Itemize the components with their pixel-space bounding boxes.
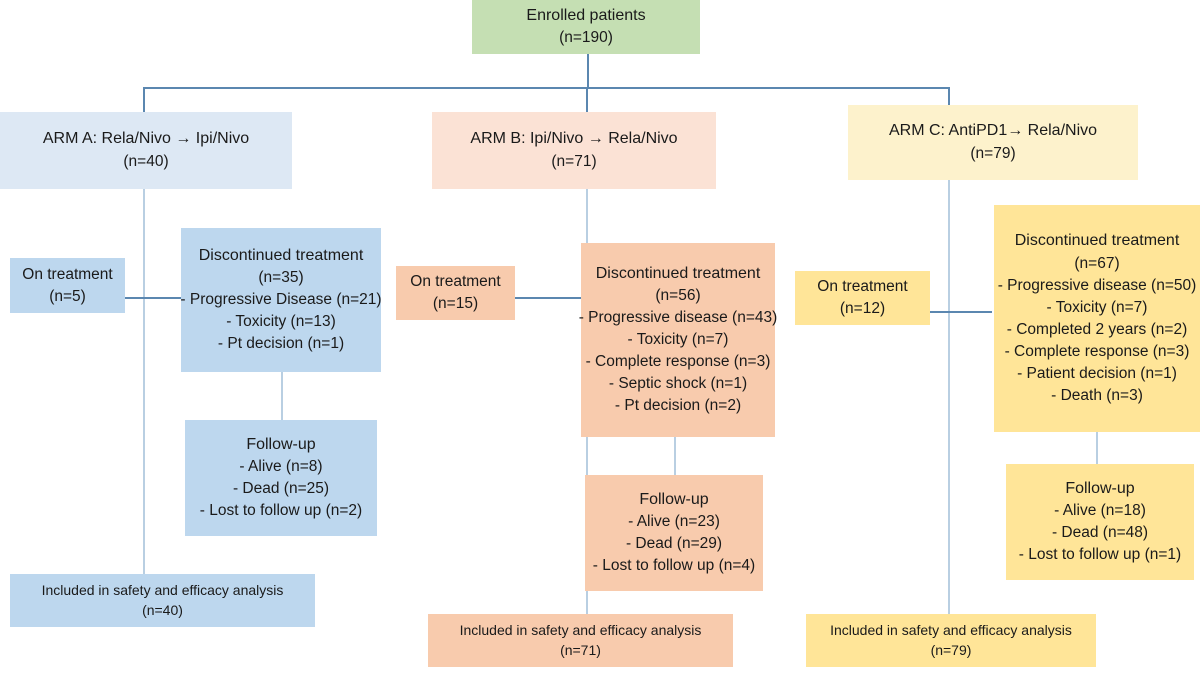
arm-c-discontinued-box: Discontinued treatment (n=67) - Progress… xyxy=(994,205,1200,432)
arm-b-discontinued-box: Discontinued treatment (n=56) - Progress… xyxy=(578,243,778,437)
arm-b-discontinued-label: Discontinued treatment xyxy=(595,264,761,282)
arm-b-discontinued-count: (n=56) xyxy=(655,287,701,305)
connector-arm-c-followup xyxy=(1096,432,1098,464)
arm-a-followup-item: - Lost to follow up (n=2) xyxy=(199,502,363,520)
connector-arm-b-branch xyxy=(512,297,588,299)
arm-c-analysis-count: (n=79) xyxy=(930,641,972,658)
arm-c-analysis-label: Included in safety and efficacy analysis xyxy=(830,621,1072,638)
arm-c-analysis-box: Included in safety and efficacy analysis… xyxy=(806,614,1096,667)
arm-a-on-treatment-box: On treatment (n=5) xyxy=(10,258,125,313)
arm-b-followup-label: Follow-up xyxy=(639,490,709,508)
arm-b-on-treatment-label: On treatment xyxy=(410,273,501,290)
arm-b-reason: - Toxicity (n=7) xyxy=(627,331,729,349)
arm-a-count: (n=40) xyxy=(123,152,169,170)
arm-a-analysis-count: (n=40) xyxy=(142,601,183,618)
arm-a-on-treatment-count: (n=5) xyxy=(49,287,86,305)
connector-arm-b-followup xyxy=(674,437,676,475)
arm-b-reason: - Pt decision (n=2) xyxy=(614,397,742,415)
arm-c-discontinued-label: Discontinued treatment xyxy=(1014,232,1180,250)
arm-b-analysis-count: (n=71) xyxy=(560,641,601,658)
arm-c-followup-label: Follow-up xyxy=(1065,479,1135,497)
connector-main-bus xyxy=(143,87,949,89)
connector-arm-c-branch xyxy=(930,311,992,313)
connector-arm-a-followup xyxy=(281,372,283,420)
arm-a-analysis-label: Included in safety and efficacy analysis xyxy=(41,581,284,598)
connector-arm-a-spine xyxy=(143,189,145,574)
arm-a-reason: - Progressive Disease (n=21) xyxy=(180,291,382,309)
connector-enrolled-down xyxy=(587,54,589,88)
arm-a-followup-item: - Alive (n=8) xyxy=(239,458,323,476)
arm-c-on-treatment-count: (n=12) xyxy=(839,300,886,317)
arm-a-discontinued-label: Discontinued treatment xyxy=(198,246,364,264)
arm-c-reason: - Toxicity (n=7) xyxy=(1046,298,1148,316)
connector-arm-c-spine xyxy=(948,180,950,614)
arm-c-followup-item: - Dead (n=48) xyxy=(1051,524,1149,542)
arm-c-reason: - Progressive disease (n=50) xyxy=(997,276,1197,294)
arm-c-title: ARM C: AntiPD1→ Rela/Nivo xyxy=(888,122,1098,140)
arm-a-discontinued-box: Discontinued treatment (n=35) - Progress… xyxy=(180,228,382,372)
arm-b-on-treatment-count: (n=15) xyxy=(432,295,479,312)
arm-a-followup-label: Follow-up xyxy=(246,435,316,453)
arm-a-discontinued-count: (n=35) xyxy=(258,269,304,287)
arm-c-followup-item: - Lost to follow up (n=1) xyxy=(1018,546,1182,564)
arm-b-reason: - Septic shock (n=1) xyxy=(608,375,748,393)
arm-c-discontinued-count: (n=67) xyxy=(1074,254,1120,272)
enrolled-label: Enrolled patients xyxy=(526,6,646,24)
arm-c-title-box: ARM C: AntiPD1→ Rela/Nivo (n=79) xyxy=(848,105,1138,180)
arm-b-followup-item: - Lost to follow up (n=4) xyxy=(592,557,756,575)
arm-c-followup-item: - Alive (n=18) xyxy=(1054,502,1146,520)
arm-c-reason: - Completed 2 years (n=2) xyxy=(1006,320,1188,338)
arm-a-on-treatment-label: On treatment xyxy=(22,265,113,283)
arm-b-reason: - Progressive disease (n=43) xyxy=(578,309,778,327)
arm-a-title: ARM A: Rela/Nivo → Ipi/Nivo xyxy=(42,130,250,148)
arm-c-reason: - Patient decision (n=1) xyxy=(1017,364,1177,382)
arm-b-title-box: ARM B: Ipi/Nivo → Rela/Nivo (n=71) xyxy=(432,112,716,189)
arm-b-analysis-box: Included in safety and efficacy analysis… xyxy=(428,614,733,667)
arm-b-count: (n=71) xyxy=(551,152,597,170)
connector-drop-arm-a xyxy=(143,87,145,112)
arm-a-analysis-box: Included in safety and efficacy analysis… xyxy=(10,574,315,627)
connector-drop-arm-c xyxy=(948,87,950,112)
arm-c-on-treatment-box: On treatment (n=12) xyxy=(795,271,930,325)
arm-b-followup-item: - Alive (n=23) xyxy=(628,513,720,531)
arm-b-on-treatment-box: On treatment (n=15) xyxy=(396,266,515,320)
arm-b-title: ARM B: Ipi/Nivo → Rela/Nivo xyxy=(470,130,678,148)
arm-c-reason: - Complete response (n=3) xyxy=(1004,342,1190,360)
arm-a-reason: - Toxicity (n=13) xyxy=(226,313,336,331)
arm-c-followup-box: Follow-up - Alive (n=18) - Dead (n=48) -… xyxy=(1006,464,1194,580)
arm-b-followup-item: - Dead (n=29) xyxy=(625,535,723,553)
arm-a-title-box: ARM A: Rela/Nivo → Ipi/Nivo (n=40) xyxy=(0,112,292,189)
enrolled-patients-box: Enrolled patients (n=190) xyxy=(472,0,700,54)
connector-drop-arm-b xyxy=(586,87,588,112)
arm-a-followup-item: - Dead (n=25) xyxy=(232,480,330,498)
arm-b-analysis-label: Included in safety and efficacy analysis xyxy=(459,621,702,638)
arm-b-reason: - Complete response (n=3) xyxy=(585,353,771,371)
connector-arm-a-branch xyxy=(125,297,188,299)
arm-a-followup-box: Follow-up - Alive (n=8) - Dead (n=25) - … xyxy=(185,420,377,536)
arm-c-reason: - Death (n=3) xyxy=(1051,386,1143,404)
arm-a-reason: - Pt decision (n=1) xyxy=(217,335,345,353)
arm-b-followup-box: Follow-up - Alive (n=23) - Dead (n=29) -… xyxy=(585,475,763,591)
enrolled-count: (n=190) xyxy=(559,29,613,47)
arm-c-count: (n=79) xyxy=(970,144,1016,162)
arm-c-on-treatment-label: On treatment xyxy=(817,278,908,295)
